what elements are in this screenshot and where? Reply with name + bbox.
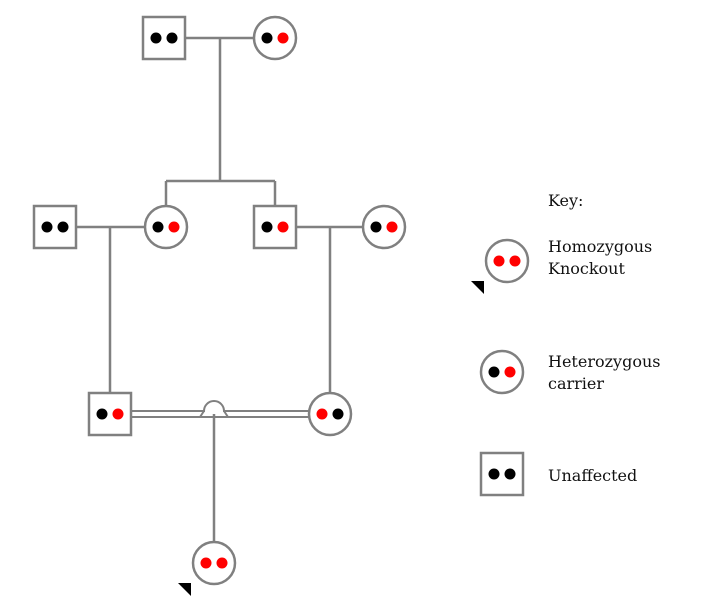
normal-allele-dot	[261, 32, 273, 44]
normal-allele-dot	[332, 408, 344, 420]
male-square-symbol	[32, 204, 78, 250]
legend: Key: Homozygous Knockout Heterozygous ca…	[471, 191, 660, 497]
normal-allele-dot	[488, 366, 500, 378]
knockout-allele-dot	[386, 221, 398, 233]
legend-symbols	[471, 238, 530, 497]
knockout-allele-dot	[200, 557, 212, 569]
proband-arrow-icon	[178, 583, 191, 596]
pedigree-individuals	[32, 15, 407, 596]
normal-allele-dot	[152, 221, 164, 233]
knockout-allele-dot	[316, 408, 328, 420]
knockout-allele-dot	[277, 221, 289, 233]
individual-gen4-proband	[178, 540, 237, 596]
individual-gen1-mother	[252, 15, 298, 61]
normal-allele-dot	[370, 221, 382, 233]
male-square-symbol	[87, 391, 133, 437]
normal-allele-dot	[166, 32, 178, 44]
legend-symbol-1	[479, 349, 525, 395]
individual-gen2-son	[252, 204, 298, 250]
individual-gen2-right-spouse	[361, 204, 407, 250]
female-circle-symbol	[484, 238, 530, 284]
legend-label-homozygous-line1: Homozygous	[548, 237, 652, 256]
proband-arrow-icon	[471, 281, 484, 294]
knockout-allele-dot	[277, 32, 289, 44]
individual-gen3-female-cousin	[307, 391, 353, 437]
knockout-allele-dot	[216, 557, 228, 569]
normal-allele-dot	[261, 221, 273, 233]
knockout-allele-dot	[509, 255, 521, 267]
female-circle-symbol	[143, 204, 189, 250]
female-circle-symbol	[361, 204, 407, 250]
legend-label-heterozygous-line2: carrier	[548, 374, 604, 393]
individual-gen2-daughter	[143, 204, 189, 250]
female-circle-symbol	[479, 349, 525, 395]
legend-label-homozygous-line2: Knockout	[548, 259, 625, 278]
individual-gen1-father	[141, 15, 187, 61]
female-circle-symbol	[252, 15, 298, 61]
legend-symbol-0	[471, 238, 530, 294]
normal-allele-dot	[41, 221, 53, 233]
individual-gen2-left-spouse	[32, 204, 78, 250]
knockout-allele-dot	[168, 221, 180, 233]
pedigree-lines	[76, 36, 363, 542]
female-circle-symbol	[307, 391, 353, 437]
individual-gen3-male-cousin	[87, 391, 133, 437]
normal-allele-dot	[57, 221, 69, 233]
female-circle-symbol	[191, 540, 237, 586]
male-square-symbol	[141, 15, 187, 61]
knockout-allele-dot	[504, 366, 516, 378]
normal-allele-dot	[150, 32, 162, 44]
legend-label-unaffected: Unaffected	[548, 466, 637, 485]
male-square-symbol	[252, 204, 298, 250]
mating-line-hop	[199, 410, 229, 418]
mating-line-strand	[131, 400, 309, 412]
knockout-allele-dot	[112, 408, 124, 420]
consanguineous-mating-line	[131, 400, 309, 418]
normal-allele-dot	[504, 468, 516, 480]
knockout-allele-dot	[493, 255, 505, 267]
male-square-symbol	[479, 451, 525, 497]
legend-symbol-2	[479, 451, 525, 497]
normal-allele-dot	[96, 408, 108, 420]
legend-label-heterozygous-line1: Heterozygous	[548, 352, 660, 371]
normal-allele-dot	[488, 468, 500, 480]
legend-title: Key:	[548, 191, 583, 210]
